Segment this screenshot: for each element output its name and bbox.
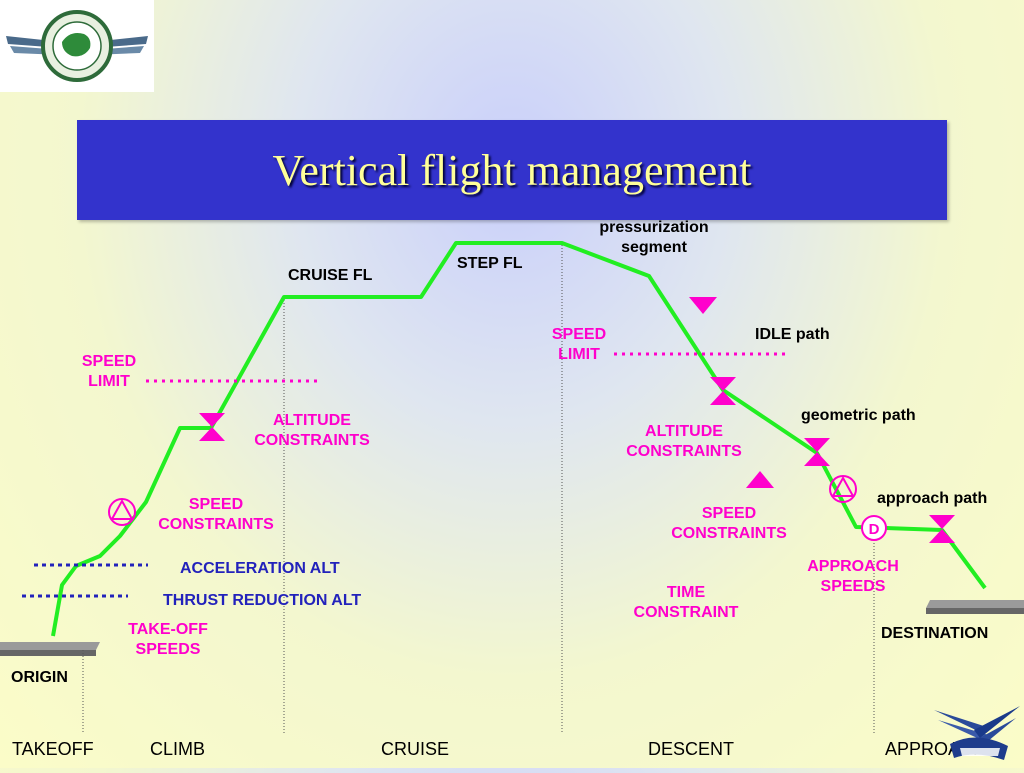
deceleration-point-symbol: D [861,515,887,541]
altitude-constraint-climb-symbol [199,413,225,441]
top-of-descent-triangle [689,297,717,314]
speed-constraint-descent-symbol [829,475,857,503]
phase-separators [82,245,875,734]
origin-label: ORIGIN [11,669,68,686]
organization-logo [0,0,154,92]
speed-constraints-climb-label: SPEED CONSTRAINTS [158,496,274,533]
speed-constraint-climb-symbol [108,498,136,526]
phase-cruise: CRUISE [381,739,450,759]
destination-runway [926,600,1024,614]
time-constraint-triangle [746,471,774,488]
approach-speeds-label: APPROACH SPEEDS [807,558,899,595]
page-title: Vertical flight management [272,145,752,195]
geometric-path-label: geometric path [801,407,916,424]
altitude-constraints-climb-label: ALTITUDE CONSTRAINTS [254,412,370,449]
title-banner: Vertical flight management [77,120,947,220]
altitude-constraint-descent-symbol [710,377,736,405]
thrust-reduction-alt-label: THRUST REDUCTION ALT [163,592,362,609]
cruise-fl-label: CRUISE FL [288,267,373,284]
phase-climb: CLIMB [150,739,206,759]
altitude-constraint-geometric-symbol [804,438,830,466]
speed-limit-climb-label: SPEED LIMIT [81,353,137,390]
altitude-constraint-approach-symbol [929,515,955,543]
pressurization-segment-label: pressurization segment [599,219,709,256]
acceleration-alt-label: ACCELERATION ALT [180,560,340,577]
time-constraint-label: TIME CONSTRAINT [633,584,739,621]
origin-runway [0,642,100,656]
phase-descent: DESCENT [648,739,735,759]
altitude-constraints-descent-label: ALTITUDE CONSTRAINTS [626,423,742,460]
enac-logo [930,700,1024,768]
destination-label: DESTINATION [881,625,989,642]
approach-path-label: approach path [877,490,988,507]
deceleration-marker-text: D [869,521,880,538]
phase-takeoff: TAKEOFF [12,739,94,759]
step-fl-label: STEP FL [457,255,523,272]
speed-constraints-descent-label: SPEED CONSTRAINTS [671,505,787,542]
idle-path-label: IDLE path [755,326,830,343]
takeoff-speeds-label: TAKE-OFF SPEEDS [128,621,208,658]
speed-limit-descent-label: SPEED LIMIT [551,326,607,363]
